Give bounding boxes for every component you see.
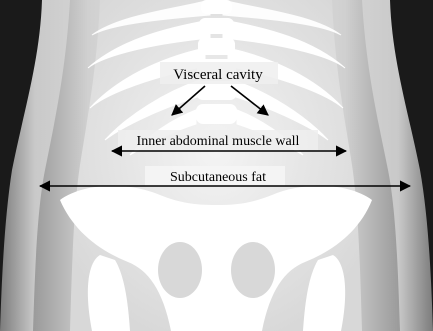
label-inner-abdominal-muscle-wall: Inner abdominal muscle wall <box>137 134 300 149</box>
label-visceral-cavity: Visceral cavity <box>173 67 263 83</box>
pelvis <box>60 186 372 331</box>
label-subcutaneous-fat: Subcutaneous fat <box>170 170 266 185</box>
